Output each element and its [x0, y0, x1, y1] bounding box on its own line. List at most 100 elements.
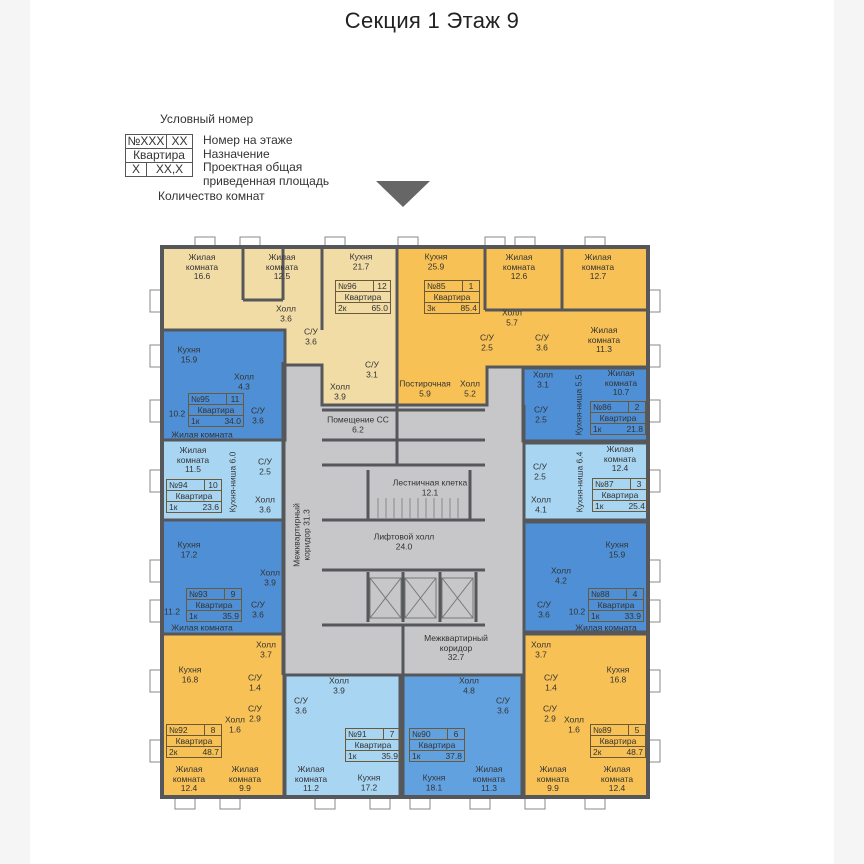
room-label: Жилая комната 9.9: [537, 764, 569, 794]
room-name: Холл: [530, 639, 552, 650]
room-area: 4.2: [555, 575, 567, 585]
room-area: 3.9: [334, 391, 346, 401]
room-area: 16.8: [609, 674, 627, 684]
apartment-area: 35.9: [381, 751, 398, 761]
room-name: Холл: [255, 639, 277, 650]
room-area: 12.5: [273, 270, 291, 281]
room-name: Жилая комната: [185, 251, 219, 272]
room-label: Лестничная клетка 12.1: [393, 478, 467, 498]
room-label: Холл 3.7: [255, 639, 277, 660]
room-label: Кухня 17.2: [358, 773, 381, 793]
room-count: 1к: [591, 611, 600, 621]
room-label: Жилая комната 12.4: [604, 444, 636, 474]
room-name: Лифтовой холл: [373, 531, 435, 542]
apartment-kind: Квартира: [601, 490, 639, 500]
room-name: Жилая комната: [600, 763, 634, 784]
room-area: 15.9: [180, 354, 198, 364]
room-area: 3.1: [537, 379, 549, 389]
apartment-kind: Квартира: [175, 736, 213, 746]
room-name: Кухня: [178, 664, 202, 675]
apartment-kind: Квартира: [354, 740, 392, 750]
room-area: 12.1: [421, 487, 439, 497]
room-label: Кухня 15.9: [606, 540, 629, 560]
room-label: С/У 2.5: [534, 405, 548, 425]
room-area: 3.6: [252, 415, 264, 425]
legend-conditional-number: Условный номер: [160, 112, 254, 126]
room-name: С/У: [248, 703, 262, 714]
room-area: 6.4: [574, 451, 585, 464]
room-name: Холл: [563, 714, 585, 725]
room-label: С/У 2.9: [543, 704, 557, 724]
elevator-shaft: [369, 577, 402, 619]
room-label: Жилая комната 12.5: [265, 251, 299, 282]
room-area: 5.9: [419, 388, 431, 398]
room-name: Кухня: [422, 772, 446, 783]
room-label: Кухня 21.7: [350, 252, 373, 272]
room-name: Холл: [259, 567, 281, 578]
room-name: Жилая комната: [294, 763, 328, 784]
room-area: 2.5: [259, 466, 271, 476]
room-area: 11.2: [303, 782, 319, 793]
room-count: 1к: [593, 424, 602, 434]
room-area: 4.3: [238, 381, 250, 391]
room-area: 2.5: [481, 342, 493, 352]
room-count: 1к: [595, 501, 604, 511]
room-name: Жилая комната: [171, 429, 233, 440]
room-area: 15.9: [608, 549, 626, 559]
room-label: Кухня 25.9: [425, 252, 448, 272]
room-name: Холл: [459, 378, 481, 389]
legend-kind-label: Назначение: [203, 147, 270, 161]
room-area: 31.3: [301, 509, 311, 526]
room-name: Холл: [224, 714, 246, 725]
room-name: С/У: [535, 332, 549, 343]
room-label: С/У 2.5: [480, 333, 494, 353]
room-area: 3.6: [280, 313, 292, 323]
room-area: 16.8: [181, 674, 199, 684]
legend-area-sample: XX,X: [146, 162, 193, 177]
apartment-area: 48.7: [202, 747, 219, 757]
room-area: 11.3: [596, 343, 612, 354]
room-area: 2.5: [535, 414, 547, 424]
room-area: 11.5: [185, 463, 201, 474]
apartment-area: 34.0: [224, 416, 241, 426]
floor-number: 5: [628, 725, 645, 735]
room-label: С/У 2.9: [248, 703, 262, 724]
apartment-number: №96: [338, 281, 357, 291]
apartment-kind: Квартира: [433, 292, 471, 302]
room-area: 2.9: [249, 713, 261, 723]
room-area: 21.7: [352, 261, 370, 271]
room-area: 11.2: [164, 606, 180, 617]
room-label: Жилая комната 12.4: [173, 764, 205, 794]
floor-number: 12: [373, 281, 390, 291]
apartment-kind: Квартира: [599, 736, 637, 746]
room-count: 1к: [189, 611, 198, 621]
room-name: Помещение СС: [327, 414, 389, 425]
room-name: Холл: [532, 369, 554, 380]
room-count: 1к: [348, 751, 357, 761]
room-label: С/У 3.6: [496, 696, 510, 716]
apartment-number: №87: [595, 479, 614, 489]
room-count: 3к: [427, 303, 436, 313]
room-name: С/У: [537, 599, 551, 610]
room-area: 11.3: [481, 782, 497, 793]
room-name: Холл: [233, 371, 255, 382]
room-area: 3.1: [366, 369, 378, 379]
floor-number: 11: [226, 394, 243, 404]
room-label: Жилая комната 12.6: [503, 252, 535, 282]
legend-floor-label: Номер на этаже: [203, 133, 293, 147]
room-name: Жилая комната: [265, 251, 299, 272]
room-area: 12.4: [180, 782, 198, 793]
